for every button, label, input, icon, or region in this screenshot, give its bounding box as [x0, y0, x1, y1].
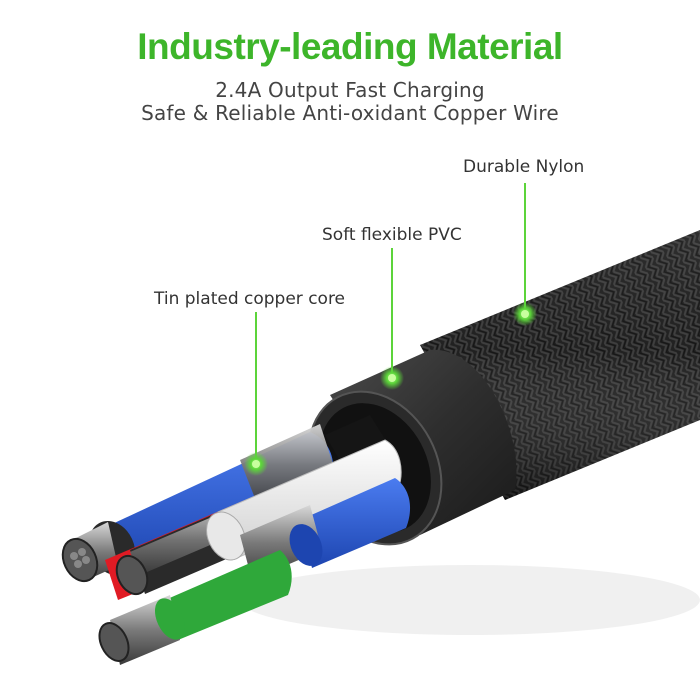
callout-leader-pvc: [380, 248, 404, 390]
callout-label-pvc: Soft flexible PVC: [322, 225, 462, 245]
subheading-copper-wire: Safe & Reliable Anti-oxidant Copper Wire: [141, 101, 559, 125]
headline: Industry-leading Material: [137, 26, 563, 67]
callout-leader-nylon: [513, 183, 537, 326]
callout-label-core: Tin plated copper core: [154, 289, 346, 309]
callout-label-nylon: Durable Nylon: [463, 157, 585, 177]
callout-leader-core: [244, 312, 268, 476]
subheading-charging: 2.4A Output Fast Charging: [215, 78, 485, 102]
wire-green: [98, 550, 292, 665]
